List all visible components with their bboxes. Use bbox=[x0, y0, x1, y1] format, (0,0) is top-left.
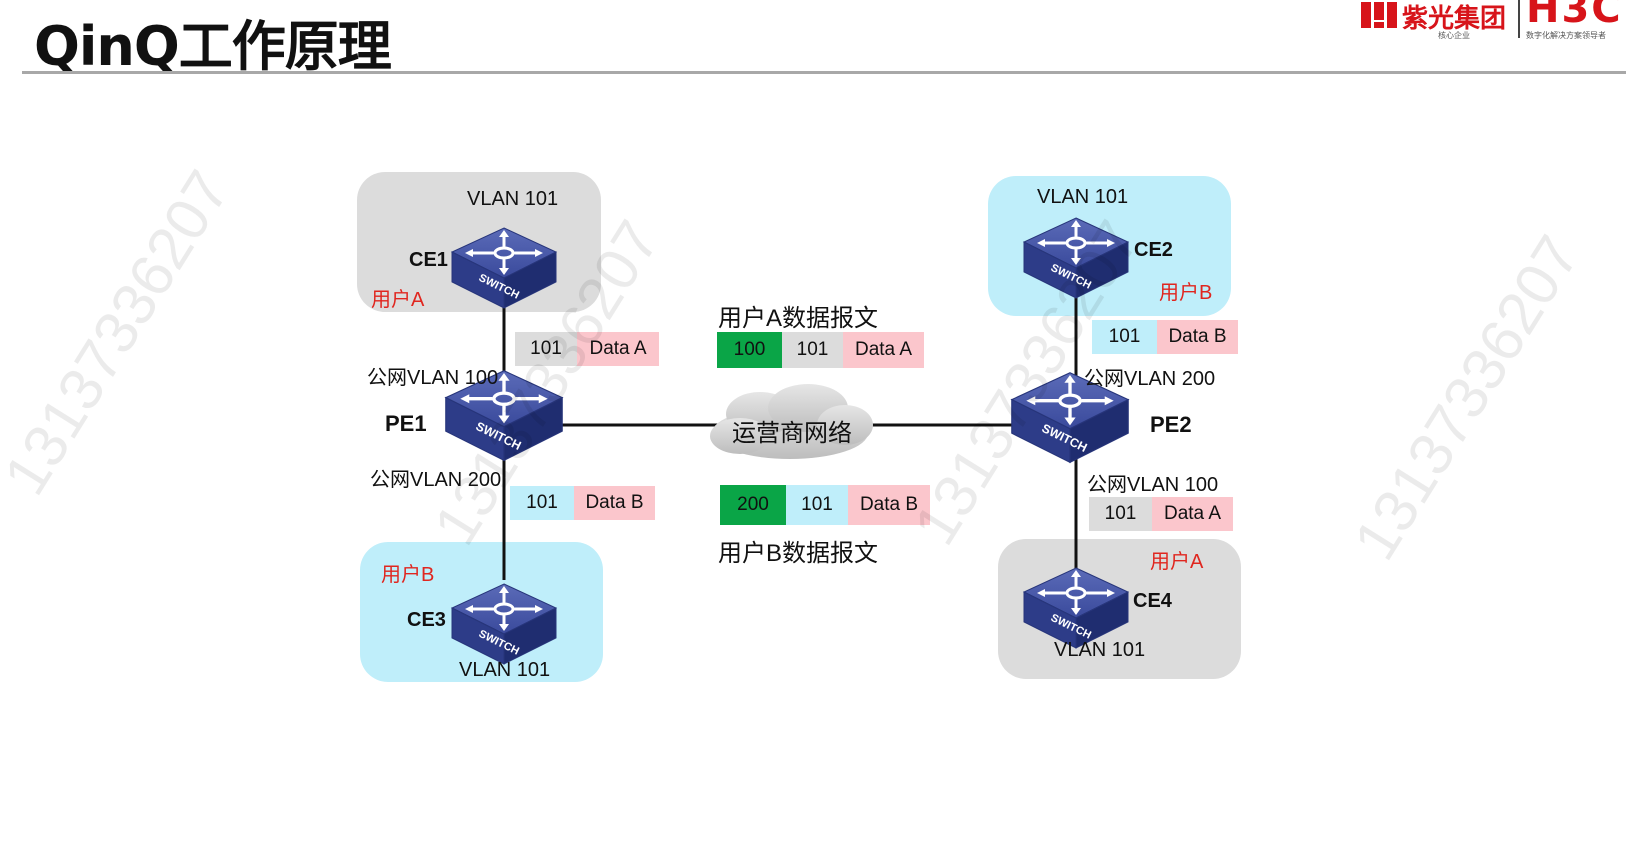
packet-inner-tag: 101 bbox=[786, 485, 848, 525]
ce1-label: CE1 bbox=[409, 249, 448, 271]
ce2-switch-icon: SWITCH bbox=[1022, 216, 1130, 300]
ce3-vlan-label: VLAN 101 bbox=[459, 659, 551, 681]
pe2-user-b-packet: 101 Data B bbox=[1092, 320, 1238, 354]
logo-subtitle-left: 核心企业 bbox=[1438, 31, 1470, 40]
packet-payload: Data B bbox=[574, 486, 655, 520]
logo-chinese-name: 紫光集团 bbox=[1402, 4, 1507, 34]
packet-outer-tag: 100 bbox=[717, 332, 782, 368]
pe2-user-a-packet: 101 Data A bbox=[1089, 497, 1233, 531]
ce2-label: CE2 bbox=[1134, 239, 1173, 261]
pe2-downlink-vlan-label: 公网VLAN 100 bbox=[1087, 474, 1219, 496]
packet-vlan-tag: 101 bbox=[1092, 320, 1157, 354]
ce4-switch-icon: SWITCH bbox=[1022, 566, 1130, 650]
cloud-label: 运营商网络 bbox=[732, 420, 852, 447]
ce4-label: CE4 bbox=[1133, 590, 1172, 612]
pe1-downlink-vlan-label: 公网VLAN 200 bbox=[370, 469, 502, 491]
page-title: QinQ工作原理 bbox=[34, 15, 392, 78]
packet-vlan-tag: 101 bbox=[515, 332, 577, 366]
pe1-label: PE1 bbox=[385, 411, 427, 436]
ce2-user-label: 用户B bbox=[1159, 282, 1213, 304]
packet-payload: Data A bbox=[843, 332, 924, 368]
ce3-switch-icon: SWITCH bbox=[450, 582, 558, 666]
cloud-icon bbox=[710, 384, 873, 459]
ce4-vlan-label: VLAN 101 bbox=[1054, 639, 1146, 661]
pe1-user-b-packet: 101 Data B bbox=[510, 486, 655, 520]
packet-inner-tag: 101 bbox=[782, 332, 843, 368]
pe2-label: PE2 bbox=[1150, 412, 1192, 437]
pe1-uplink-vlan-label: 公网VLAN 100 bbox=[367, 367, 499, 389]
core-user-b-packet: 200 101 Data B bbox=[720, 485, 930, 525]
packet-vlan-tag: 101 bbox=[510, 486, 574, 520]
logo-brand: H3C bbox=[1526, 0, 1623, 32]
ce1-vlan-label: VLAN 101 bbox=[467, 188, 559, 210]
logo-divider bbox=[1518, 0, 1520, 38]
packet-payload: Data B bbox=[848, 485, 930, 525]
core-user-a-packet: 100 101 Data A bbox=[717, 332, 924, 368]
packet-outer-tag: 200 bbox=[720, 485, 786, 525]
logo-subtitle-right: 数字化解决方案领导者 bbox=[1526, 31, 1606, 40]
core-user-a-packet-title: 用户A数据报文 bbox=[718, 305, 879, 332]
ce1-switch-icon: SWITCH bbox=[450, 226, 558, 310]
pe2-switch-icon: SWITCH bbox=[1010, 371, 1130, 465]
company-logo: 紫光集团 H3C 核心企业 数字化解决方案领导者 bbox=[1360, 0, 1647, 44]
pe1-switch-icon: SWITCH bbox=[444, 369, 564, 463]
ce4-user-label: 用户A bbox=[1150, 551, 1204, 573]
ce3-label: CE3 bbox=[407, 609, 446, 631]
pe2-uplink-vlan-label: 公网VLAN 200 bbox=[1084, 368, 1216, 390]
packet-vlan-tag: 101 bbox=[1089, 497, 1152, 531]
ce1-user-label: 用户A bbox=[371, 289, 425, 311]
packet-payload: Data A bbox=[577, 332, 659, 366]
ce2-vlan-label: VLAN 101 bbox=[1037, 186, 1129, 208]
packet-payload: Data A bbox=[1152, 497, 1233, 531]
core-user-b-packet-title: 用户B数据报文 bbox=[718, 540, 879, 567]
pe1-user-a-packet: 101 Data A bbox=[515, 332, 659, 366]
title-divider bbox=[22, 71, 1626, 74]
packet-payload: Data B bbox=[1157, 320, 1238, 354]
unisplendour-logo-icon bbox=[1361, 2, 1397, 28]
ce3-user-label: 用户B bbox=[381, 564, 435, 586]
